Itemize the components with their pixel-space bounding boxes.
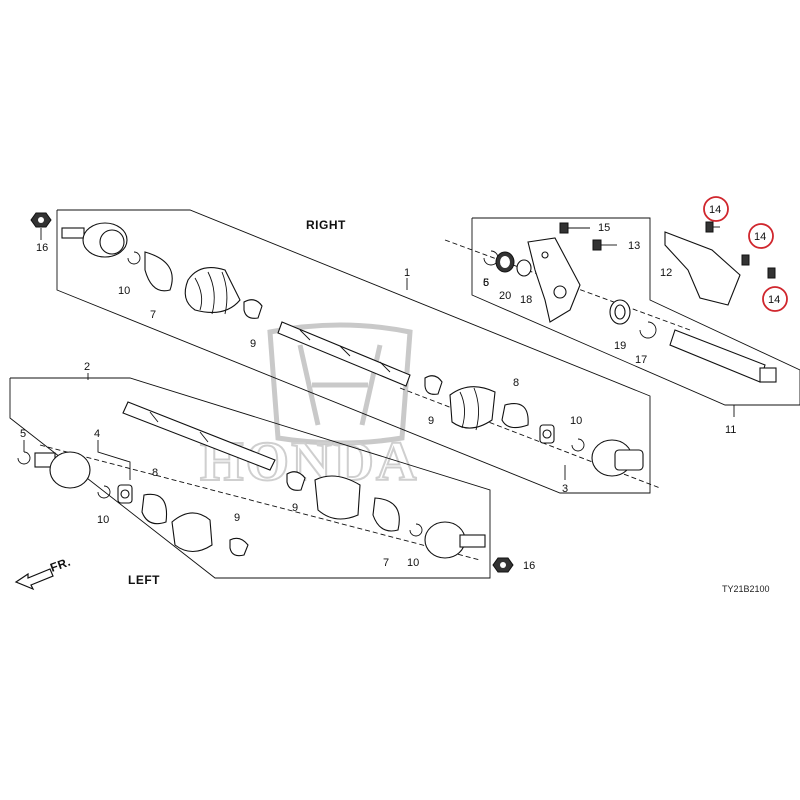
callout-10: 10 bbox=[570, 415, 582, 427]
inner-joint-housing bbox=[591, 439, 644, 477]
callout-18: 18 bbox=[520, 294, 532, 306]
boot-band-large bbox=[141, 493, 168, 525]
tripod-joint bbox=[539, 424, 555, 444]
boot-band-small bbox=[229, 537, 249, 557]
bracket-group-frame bbox=[471, 217, 800, 406]
inner-boot bbox=[449, 386, 496, 431]
left-tripod bbox=[117, 484, 133, 504]
bolt-14 bbox=[741, 254, 750, 266]
callout-14: 14 bbox=[768, 294, 780, 306]
support-bracket bbox=[527, 237, 581, 323]
callout-8: 8 bbox=[152, 467, 158, 479]
front-direction-arrow: FR. bbox=[14, 555, 73, 591]
left-outer-boot bbox=[314, 475, 361, 520]
highlighted-callout-14[interactable]: 14 bbox=[762, 286, 788, 312]
left-assembly-frame bbox=[9, 377, 491, 579]
callout-10: 10 bbox=[407, 557, 419, 569]
callout-14: 14 bbox=[754, 231, 766, 243]
outer-boot bbox=[184, 267, 241, 315]
circlip bbox=[97, 485, 111, 499]
callout-9: 9 bbox=[250, 338, 256, 350]
callout-11: 11 bbox=[725, 424, 736, 436]
right-assembly-frame bbox=[56, 209, 651, 494]
callout-14: 14 bbox=[709, 204, 721, 216]
boot-band-small bbox=[286, 471, 306, 491]
snap-ring bbox=[639, 321, 657, 339]
callout-9: 9 bbox=[234, 512, 240, 524]
callout-20: 20 bbox=[499, 290, 511, 302]
callout-2: 2 bbox=[84, 361, 90, 373]
callout-5: 5 bbox=[20, 428, 26, 440]
callout-7: 7 bbox=[150, 309, 156, 321]
boot-band bbox=[144, 251, 173, 292]
callout-1: 1 bbox=[404, 267, 410, 279]
callout-16: 16 bbox=[523, 560, 535, 572]
diagram-code: TY21B2100 bbox=[722, 584, 770, 594]
watermark-text: HONDA bbox=[200, 431, 418, 493]
seal-ring bbox=[495, 251, 515, 273]
callout-8: 8 bbox=[513, 377, 519, 389]
callout-10: 10 bbox=[97, 514, 109, 526]
callout-13: 13 bbox=[628, 240, 640, 252]
circlip bbox=[571, 438, 585, 452]
snap-ring bbox=[17, 451, 31, 465]
callout-6: 6 bbox=[483, 277, 489, 289]
bolt-14 bbox=[705, 221, 720, 233]
heat-shield bbox=[664, 231, 741, 306]
left-inner-joint bbox=[34, 451, 91, 489]
callout-16: 16 bbox=[36, 242, 48, 254]
right-driveshaft bbox=[277, 321, 411, 387]
lock-nut bbox=[30, 212, 52, 228]
callout-5: 5 bbox=[483, 277, 489, 289]
lock-nut bbox=[492, 557, 514, 573]
left-outer-cv-joint bbox=[424, 521, 486, 559]
right-heading: RIGHT bbox=[306, 218, 346, 232]
bearing bbox=[609, 299, 631, 325]
guide-line bbox=[39, 444, 481, 561]
callout-12: 12 bbox=[660, 267, 672, 279]
highlighted-callout-14[interactable]: 14 bbox=[703, 196, 729, 222]
callout-7: 7 bbox=[383, 557, 389, 569]
boot-band-small bbox=[424, 375, 443, 395]
left-driveshaft bbox=[122, 401, 276, 471]
circlip bbox=[409, 523, 423, 537]
callout-9: 9 bbox=[428, 415, 434, 427]
callout-10: 10 bbox=[118, 285, 130, 297]
callout-4: 4 bbox=[94, 428, 100, 440]
callout-9: 9 bbox=[292, 502, 298, 514]
o-ring bbox=[516, 259, 532, 277]
callout-15: 15 bbox=[598, 222, 610, 234]
honda-logo-watermark: HONDA bbox=[199, 322, 418, 494]
callout-3: 3 bbox=[562, 483, 568, 495]
intermediate-shaft bbox=[669, 329, 777, 383]
circlip bbox=[127, 251, 141, 265]
callout-17: 17 bbox=[635, 354, 647, 366]
front-direction-label: FR. bbox=[48, 555, 72, 575]
callout-19: 19 bbox=[614, 340, 626, 352]
bolt-15 bbox=[559, 222, 590, 234]
boot-band bbox=[372, 497, 400, 532]
bolt-14 bbox=[767, 267, 776, 279]
highlighted-callout-14[interactable]: 14 bbox=[748, 223, 774, 249]
boot-band-small bbox=[243, 299, 263, 319]
outer-cv-joint bbox=[61, 222, 128, 258]
bolt-13 bbox=[592, 239, 617, 251]
left-inner-boot bbox=[171, 512, 213, 553]
left-heading: LEFT bbox=[128, 573, 160, 587]
boot-band-large bbox=[501, 403, 529, 429]
